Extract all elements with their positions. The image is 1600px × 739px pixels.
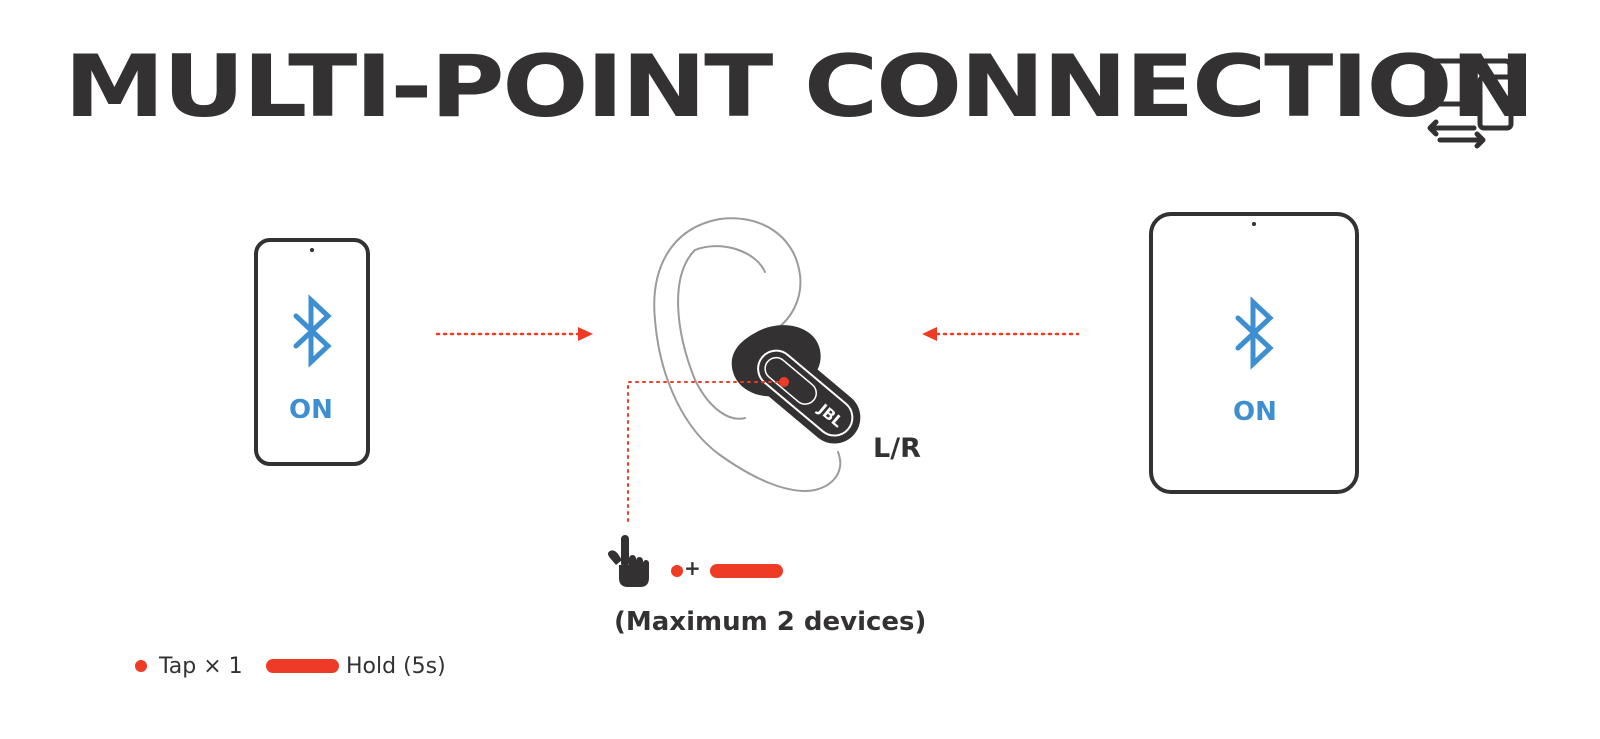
tap-dot: [671, 565, 683, 577]
multi-device-icon: [1424, 58, 1514, 149]
touch-point: [779, 377, 789, 387]
ear-outline: [653, 217, 842, 492]
earbud-side-label: L/R: [873, 433, 921, 464]
earbud: JBL: [731, 325, 861, 444]
touch-guide-line: [627, 381, 779, 526]
bluetooth-icon: [293, 294, 332, 368]
max-devices-note: (Maximum 2 devices): [614, 607, 927, 637]
tablet: [1149, 212, 1359, 494]
phone: [254, 238, 370, 466]
hold-bar: [710, 564, 783, 578]
tablet-status: ON: [1233, 397, 1277, 427]
legend-hold-bar: [266, 659, 339, 673]
legend-tap-label: Tap × 1: [159, 654, 243, 679]
bluetooth-icon: [1235, 296, 1274, 370]
hand-tap-icon: [608, 535, 649, 587]
connection-arrow-right: [922, 327, 1080, 341]
legend-tap-dot: [135, 660, 147, 672]
gesture-plus: +: [684, 556, 701, 580]
phone-status: ON: [289, 395, 333, 425]
connection-arrow-left: [435, 327, 593, 341]
page-title: MULTI-POINT CONNECTION: [64, 37, 1535, 137]
legend-hold-label: Hold (5s): [346, 654, 446, 679]
